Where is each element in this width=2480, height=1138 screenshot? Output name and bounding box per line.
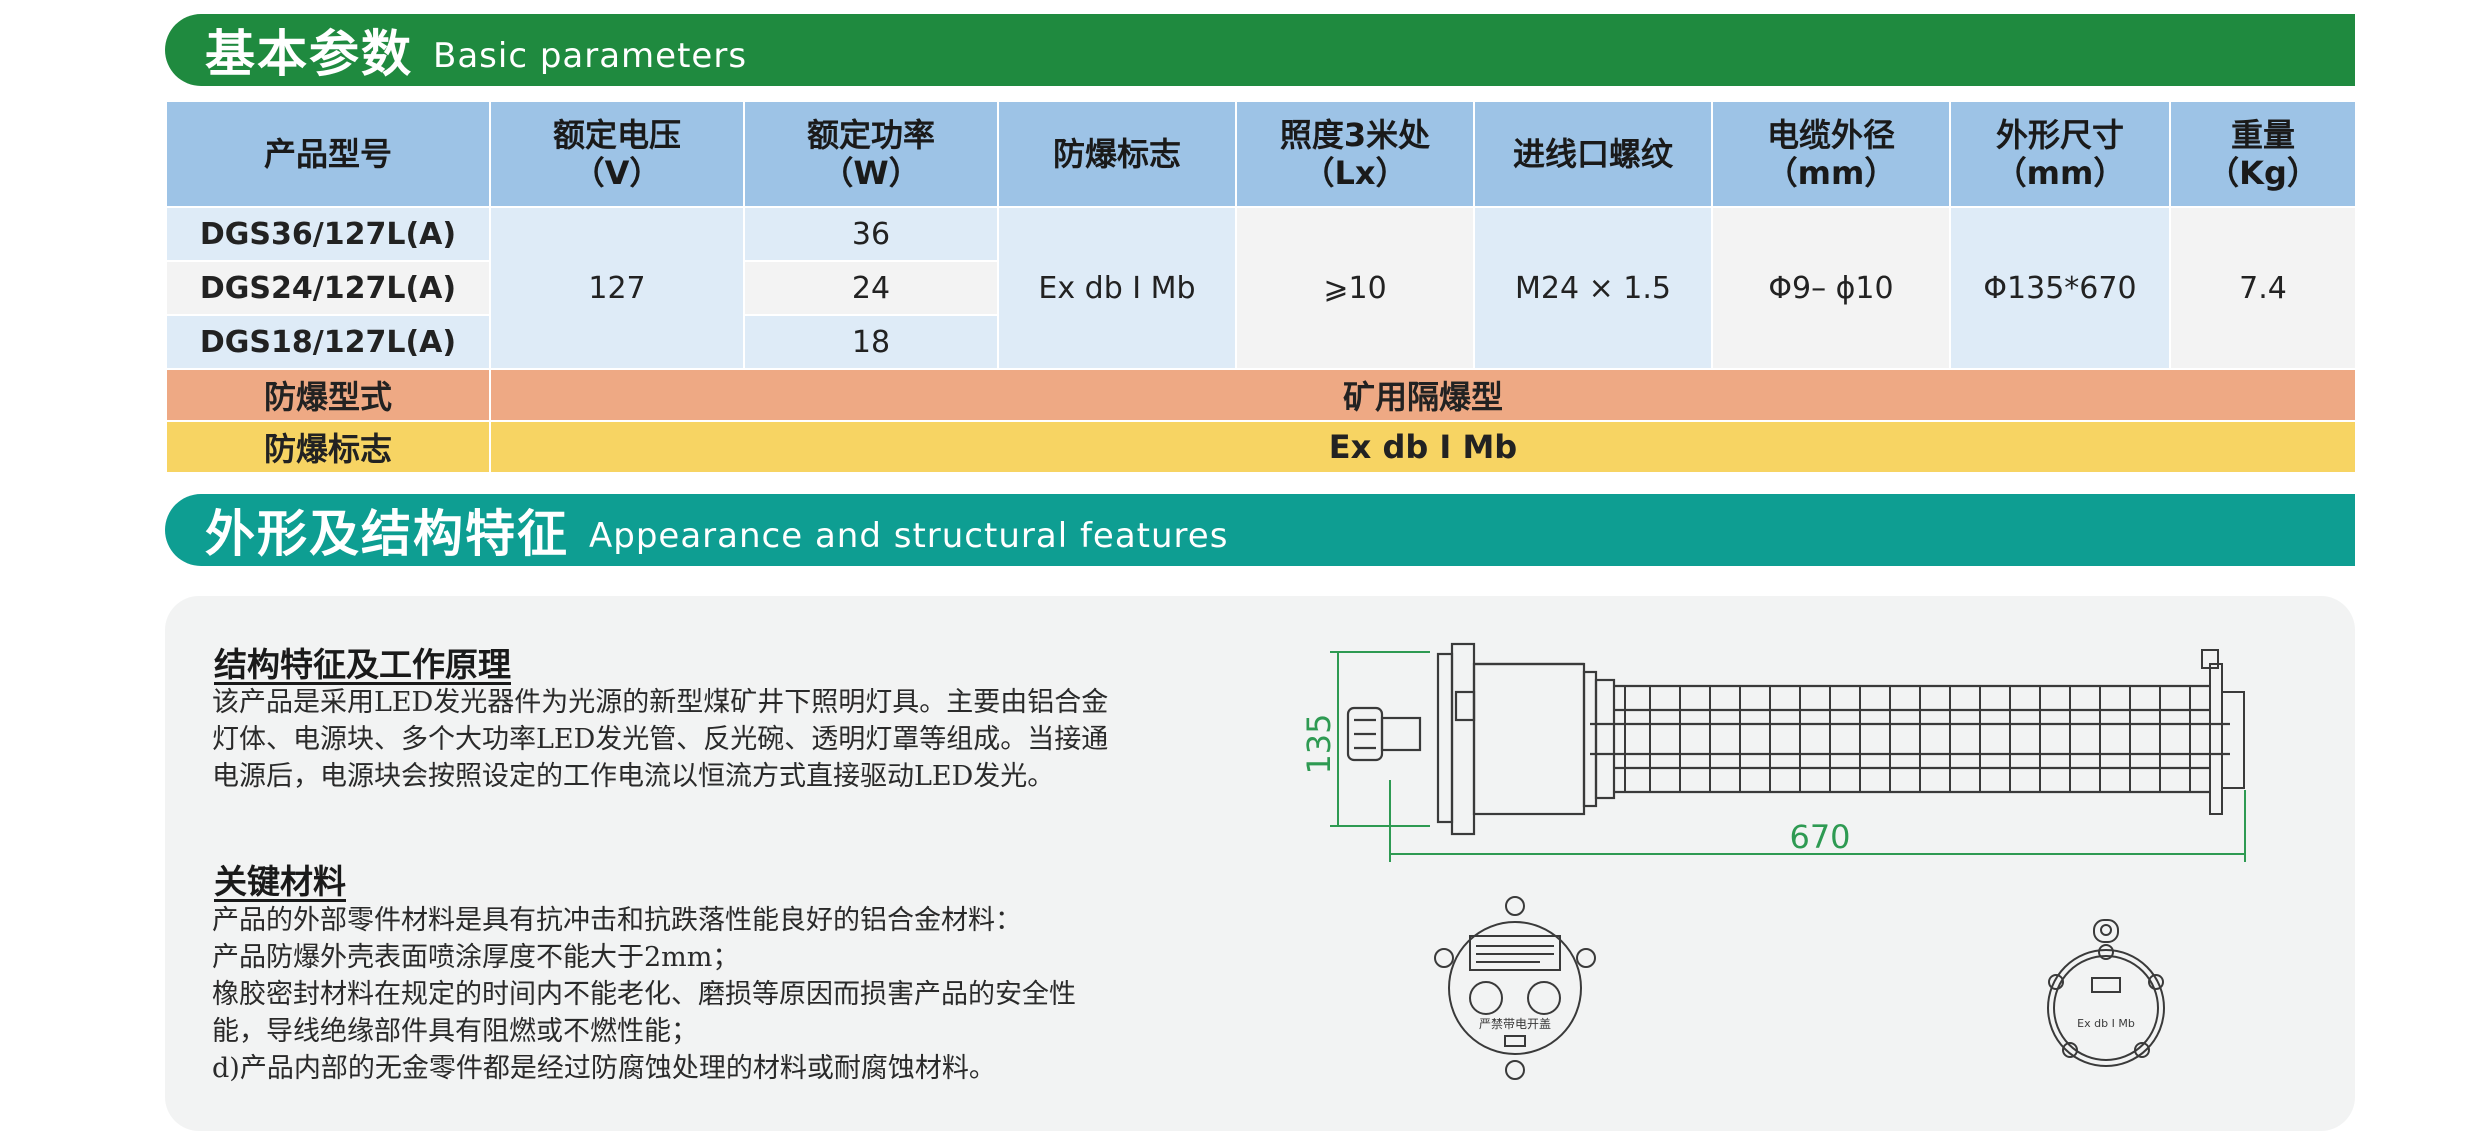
lamp-front-view-drawing: 严禁带电开盖 [1434,896,1596,1080]
lamp-side-view-drawing: 135 670 [1300,642,2246,862]
header-dimensions: 外形尺寸（mm） [1949,100,2171,208]
model-cell: DGS18/127L(A) [165,314,491,370]
thread-cell: M24 × 1.5 [1473,206,1713,370]
front-plate-text: 严禁带电开盖 [1479,1017,1551,1031]
table-row: DGS36/127L(A) 127 36 Ex db I Mb ⩾10 M24 … [165,206,2357,370]
table-row: DGS18/127L(A) 18 [165,314,2356,370]
dimensions-cell: Φ135*670 [1949,206,2171,370]
voltage-cell: 127 [489,206,745,370]
section-banner-basic-parameters: 基本参数 Basic parameters [165,14,2355,86]
explosion-type-label: 防爆型式 [165,368,491,422]
header-model: 产品型号 [165,100,491,208]
cable-diameter-cell: Φ9– ϕ10 [1711,206,1951,370]
header-voltage: 额定电压（V） [489,100,745,208]
explosion-mark-row: 防爆标志 Ex db I Mb [165,420,2357,474]
section-banner-appearance: 外形及结构特征 Appearance and structural featur… [165,494,2355,566]
explosion-mark-value: Ex db I Mb [489,420,2357,474]
rear-mark-text: Ex db I Mb [2077,1017,2135,1030]
section-title-en: Basic parameters [433,36,748,76]
materials-heading: 关键材料 [214,862,346,901]
explosion-type-row: 防爆型式 矿用隔爆型 [165,368,2357,422]
section-title-zh: 外形及结构特征 [205,505,569,563]
explosion-mark-cell: Ex db I Mb [997,206,1237,370]
section-title-zh: 基本参数 [205,25,413,83]
lamp-rear-view-drawing: Ex db I Mb [2047,919,2165,1067]
table-row: DGS24/127L(A) 24 [165,260,2356,316]
power-cell: 24 [743,260,999,316]
model-cell: DGS24/127L(A) [165,260,491,316]
table-header-row: 产品型号 额定电压（V） 额定功率（W） 防爆标志 照度3米处（Lx） 进线口螺… [165,100,2357,208]
model-cell: DGS36/127L(A) [165,206,491,262]
header-explosion-mark: 防爆标志 [997,100,1237,208]
dimension-length-label: 670 [1789,818,1850,856]
explosion-type-value: 矿用隔爆型 [489,368,2357,422]
header-illuminance: 照度3米处（Lx） [1235,100,1475,208]
dimension-height-label: 135 [1300,713,1338,774]
explosion-mark-label: 防爆标志 [165,420,491,474]
illuminance-cell: ⩾10 [1235,206,1475,370]
header-thread: 进线口螺纹 [1473,100,1713,208]
structure-text: 该产品是采用LED发光器件为光源的新型煤矿井下照明灯具。主要由铝合金 灯体、电源… [212,687,1109,792]
structure-heading: 结构特征及工作原理 [214,645,511,684]
power-cell: 36 [743,206,999,262]
header-cable-diameter: 电缆外径（mm） [1711,100,1951,208]
materials-text: 产品的外部零件材料是具有抗冲击和抗跌落性能良好的铝合金材料： 产品防爆外壳表面喷… [212,905,1076,1084]
header-power: 额定功率（W） [743,100,999,208]
power-cell: 18 [743,314,999,370]
parameters-table: 产品型号 额定电压（V） 额定功率（W） 防爆标志 照度3米处（Lx） 进线口螺… [165,100,2357,474]
section-title-en: Appearance and structural features [589,516,1229,556]
header-weight: 重量（Kg） [2169,100,2357,208]
weight-cell: 7.4 [2169,206,2357,370]
